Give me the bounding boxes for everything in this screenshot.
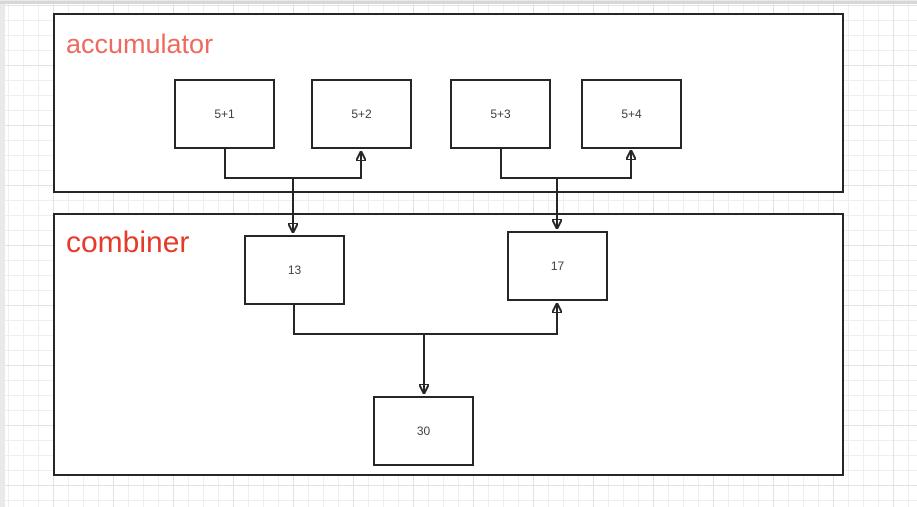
node-5plus2[interactable]: 5+2 (311, 79, 412, 149)
node-17[interactable]: 17 (507, 231, 608, 301)
edge-13-to-17[interactable] (293, 304, 557, 335)
node-5plus1[interactable]: 5+1 (174, 79, 275, 149)
node-5plus4-label: 5+4 (621, 107, 642, 121)
edge-5plus1-to-5plus2[interactable] (224, 149, 361, 179)
node-5plus3[interactable]: 5+3 (450, 79, 551, 149)
node-5plus3-label: 5+3 (490, 107, 511, 121)
node-13-label: 13 (287, 263, 302, 277)
node-30[interactable]: 30 (373, 396, 474, 466)
node-5plus1-label: 5+1 (214, 107, 235, 121)
node-30-label: 30 (416, 424, 431, 438)
combiner-label: combiner (66, 226, 190, 259)
node-5plus2-label: 5+2 (351, 107, 372, 121)
node-13[interactable]: 13 (244, 235, 345, 305)
window-top-edge (0, 0, 917, 4)
edge-5plus3-to-5plus4[interactable] (500, 148, 631, 179)
accumulator-label: accumulator (66, 29, 214, 59)
node-17-label: 17 (550, 259, 565, 273)
node-5plus4[interactable]: 5+4 (581, 79, 682, 149)
canvas-left-edge (0, 0, 5, 507)
